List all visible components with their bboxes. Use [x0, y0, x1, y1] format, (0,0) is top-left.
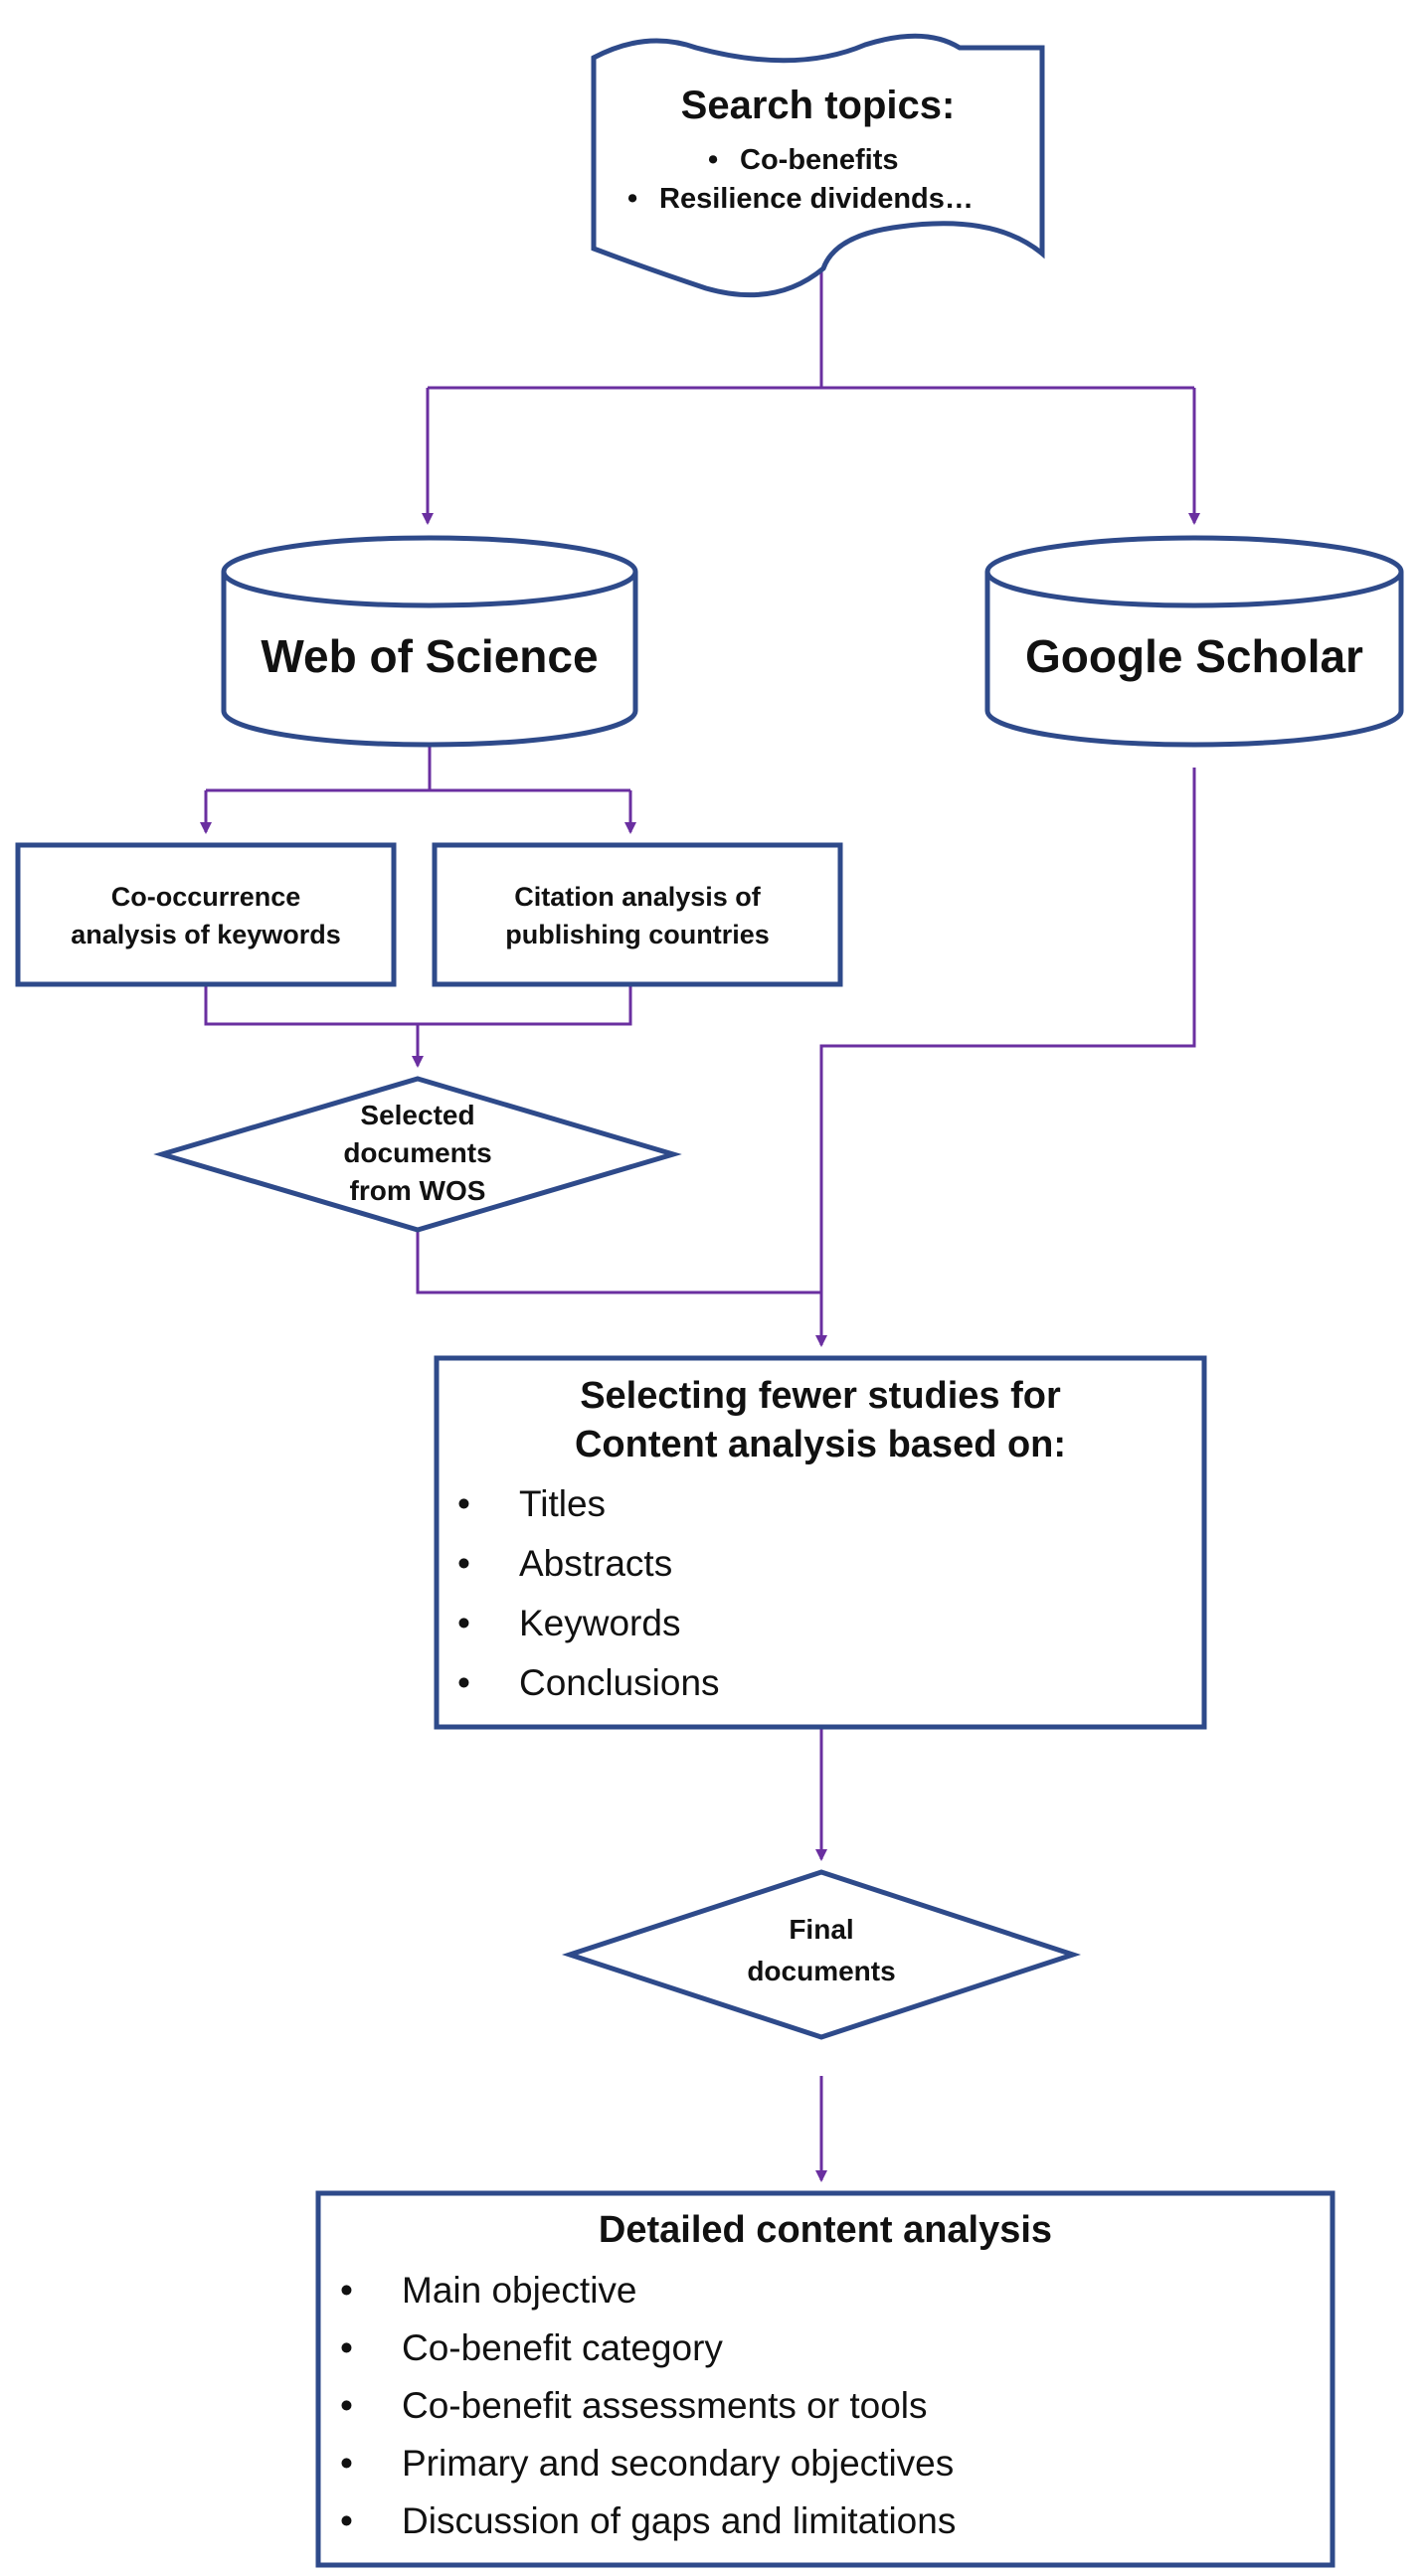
detailed-item: Discussion of gaps and limitations — [330, 2492, 956, 2550]
selected-wos-line: from WOS — [349, 1174, 486, 1206]
detailed-item: Co-benefit assessments or tools — [330, 2377, 956, 2435]
citation-label: Citation analysis of publishing countrie… — [435, 879, 840, 954]
cooccurrence-label: Co-occurrence analysis of keywords — [18, 879, 394, 954]
cooccurrence-box — [15, 842, 397, 987]
final-documents-label: Final documents — [676, 1909, 967, 1992]
selecting-title-line: Selecting fewer studies for — [580, 1375, 1061, 1417]
selecting-item: Conclusions — [447, 1653, 720, 1713]
web-of-science-cylinder-rim — [221, 571, 638, 608]
selecting-title: Selecting fewer studies for Content anal… — [437, 1372, 1204, 1470]
search-topic-item: Resilience dividends… — [622, 180, 974, 219]
cooccurrence-line: Co-occurrence — [110, 882, 301, 912]
selecting-item: Keywords — [447, 1594, 720, 1653]
selecting-list: Titles Abstracts Keywords Conclusions — [447, 1474, 720, 1713]
google-scholar-cylinder-rim — [984, 571, 1404, 608]
citation-box — [432, 842, 843, 987]
selected-wos-label: Selected documents from WOS — [288, 1097, 547, 1209]
detailed-list: Main objective Co-benefit category Co-be… — [330, 2262, 956, 2550]
final-documents-line: documents — [747, 1956, 896, 1986]
detailed-item: Main objective — [330, 2262, 956, 2319]
web-of-science-cylinder — [221, 535, 638, 748]
google-scholar-label: Google Scholar — [1025, 630, 1363, 682]
selected-wos-diamond — [153, 1076, 682, 1233]
selected-wos-line: documents — [343, 1136, 492, 1168]
search-topic-item: Co-benefits — [702, 141, 974, 180]
citation-line: publishing countries — [505, 919, 770, 949]
detailed-title: Detailed content analysis — [598, 2209, 1053, 2251]
connector-analyses-join — [204, 984, 632, 1026]
final-documents-diamond — [561, 1869, 1082, 2040]
selected-wos-line: Selected — [360, 1100, 475, 1130]
selecting-item: Abstracts — [447, 1534, 720, 1594]
search-topics-title: Search topics: — [680, 84, 956, 127]
selecting-title-line: Content analysis based on: — [574, 1424, 1067, 1466]
selecting-item: Titles — [447, 1474, 720, 1534]
connector-scholar-down — [819, 768, 1196, 1292]
google-scholar-cylinder — [984, 535, 1404, 748]
final-documents-line: Final — [789, 1914, 854, 1945]
detailed-item: Co-benefit category — [330, 2319, 956, 2377]
citation-line: Citation analysis of — [514, 882, 761, 912]
cooccurrence-line: analysis of keywords — [71, 919, 341, 949]
search-topics-list: Co-benefits Resilience dividends… — [627, 141, 974, 219]
connector-selected-wos-down — [416, 1228, 821, 1294]
detailed-item: Primary and secondary objectives — [330, 2435, 956, 2492]
web-of-science-label: Web of Science — [261, 630, 599, 682]
